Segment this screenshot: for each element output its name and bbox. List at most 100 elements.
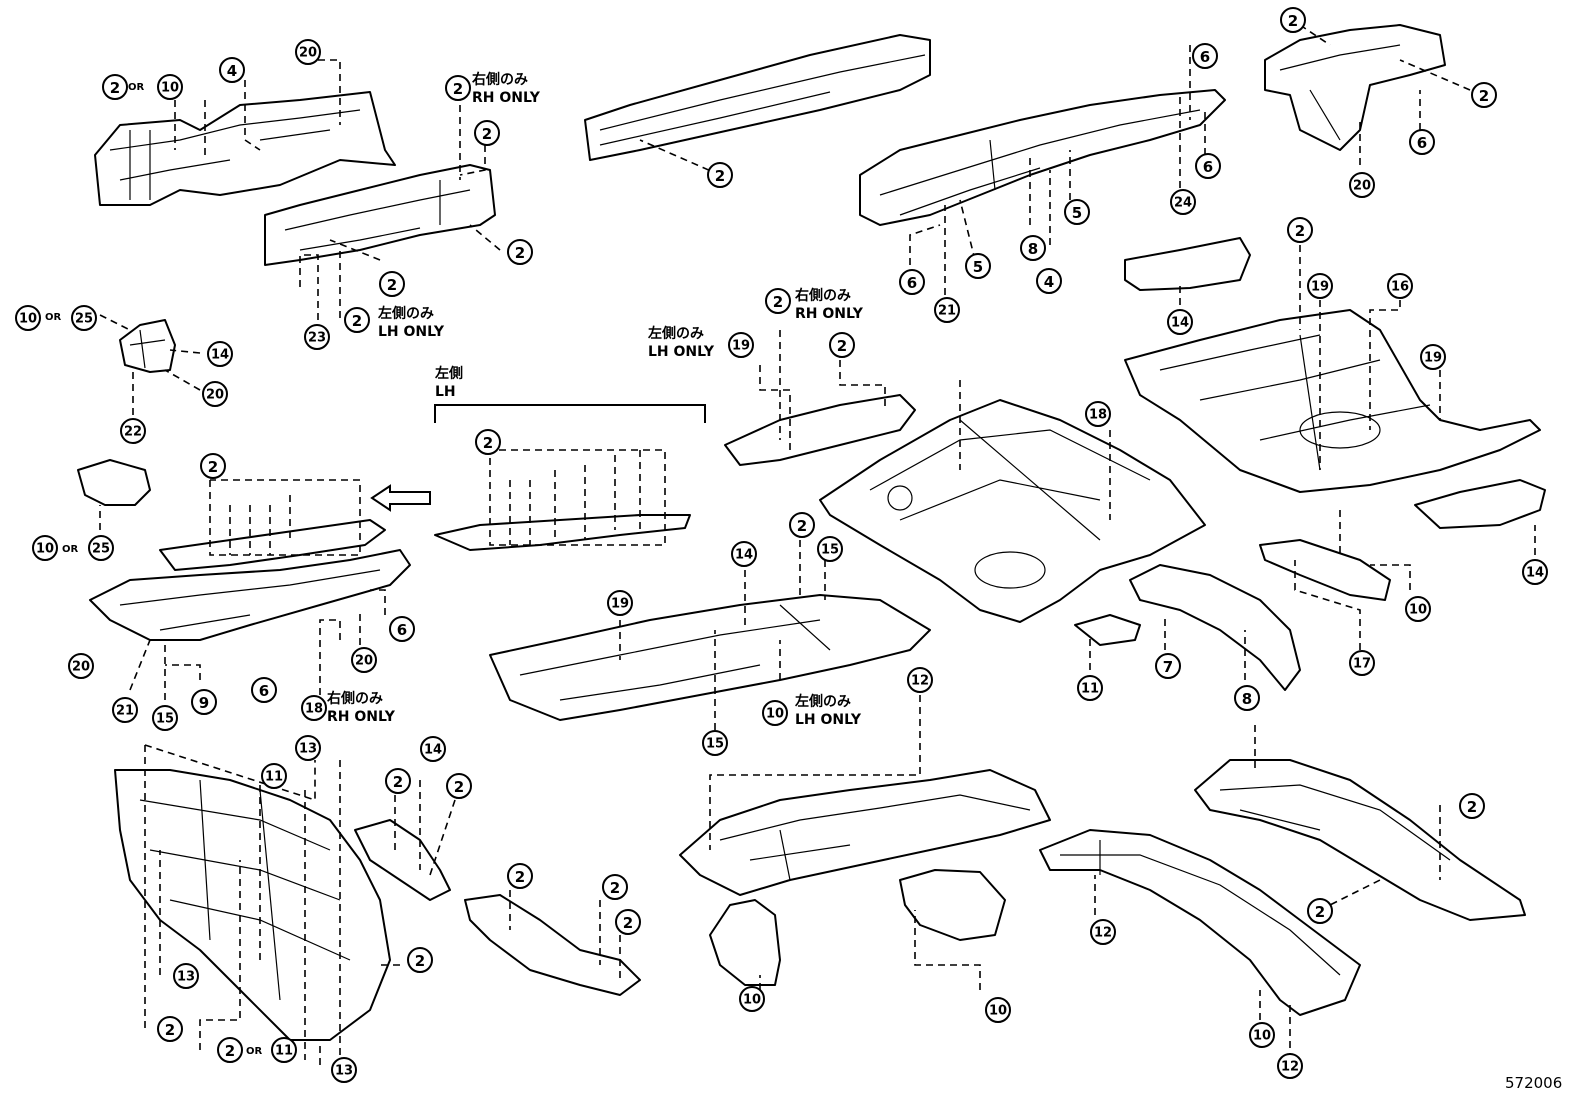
callout-circle [1471,82,1497,108]
lh-only-jp: 左側のみ [647,325,704,342]
callout-number: 2 [1479,87,1489,105]
callout-circle [389,616,415,642]
callout-5: 5 [1064,199,1090,225]
callout-number: 2 [515,868,525,886]
callout-circle [965,253,991,279]
callout-12: 12 [1090,919,1116,945]
callout-6: 6 [899,269,925,295]
callout-circle [1170,189,1196,215]
callout-number: 14 [1171,316,1189,331]
callout-number: 21 [116,704,134,719]
callout-circle [1234,685,1260,711]
floor-tunnel-part [679,769,1051,896]
callout-13: 13 [331,1057,357,1083]
callout-22: 22 [120,418,146,444]
callout-13: 13 [173,963,199,989]
or-label: OR [246,1046,263,1057]
callout-number: 9 [199,694,209,712]
callout-number: 2 [165,1021,175,1039]
callout-number: 2 [1288,12,1298,30]
callout-number: 18 [305,702,323,717]
callout-number: 2 [623,914,633,932]
callout-circle [251,677,277,703]
callout-circle [475,429,501,455]
callout-number: 22 [124,425,142,440]
lh-only-jp: 左側のみ [794,693,851,710]
callout-24: 24 [1170,189,1196,215]
rh-only-en: RH ONLY [795,306,864,322]
callout-10: 10 [985,997,1011,1023]
callout-19: 19 [1420,344,1446,370]
callout-circle [68,653,94,679]
callout-number: 2 [453,80,463,98]
callout-circle [331,1057,357,1083]
callout-2: 2 [379,271,405,297]
callout-circle [1167,309,1193,335]
callout-number: 2 [415,952,425,970]
callout-number: 2 [482,125,492,143]
callout-number: 2 [773,293,783,311]
callout-2: 2 [507,239,533,265]
callout-circle [1349,650,1375,676]
callout-19: 19 [728,332,754,358]
callout-2: 2 [446,773,472,799]
callout-number: 10 [161,81,179,96]
callout-number: 10 [989,1004,1007,1019]
front-floor-part [489,594,931,721]
callout-circle [1192,43,1218,69]
rear-wheelhouse-part [1194,759,1526,921]
rh-only-en: RH ONLY [472,90,541,106]
callout-20: 20 [1349,172,1375,198]
callout-2: 2 [344,307,370,333]
front-apron-part [94,91,396,206]
callout-2: 2 [1459,793,1485,819]
side-sill-part [89,549,411,641]
callout-number: 13 [299,742,317,757]
callout-number: 2 [483,434,493,452]
callout-number: 6 [1203,158,1213,176]
lh-only-jp: 左側のみ [377,305,434,322]
callout-circle [191,689,217,715]
callout-2: 2 [445,75,471,101]
callout-circle [707,162,733,188]
callout-circle [607,590,633,616]
callout-10: 10 [15,305,41,331]
callout-number: 20 [355,654,373,669]
callout-number: 2 [1315,903,1325,921]
callout-2: 2 [615,909,641,935]
callout-number: 2 [797,517,807,535]
callout-circle [157,74,183,100]
callout-12: 12 [1277,1053,1303,1079]
callout-11: 11 [261,763,287,789]
callout-14: 14 [420,736,446,762]
callout-circle [1405,596,1431,622]
callout-number: 12 [911,674,929,689]
callout-number: 4 [1044,273,1054,291]
callout-circle [1090,919,1116,945]
callout-circle [304,324,330,350]
callout-circle [1459,793,1485,819]
callout-20: 20 [351,647,377,673]
rear-side-member-part [859,89,1226,226]
callout-14: 14 [731,541,757,567]
callout-number: 18 [1089,408,1107,423]
callout-number: 2 [387,276,397,294]
direction-arrow [370,484,431,512]
callout-circle [1077,675,1103,701]
callout-2: 2 [707,162,733,188]
callout-number: 2 [715,167,725,185]
callout-number: 10 [743,993,761,1008]
callout-21: 21 [112,697,138,723]
callout-4: 4 [219,57,245,83]
roof-rail-part [584,34,931,161]
callout-circle [15,305,41,331]
callout-circle [1280,7,1306,33]
callout-number: 2 [837,337,847,355]
callout-number: 24 [1174,196,1192,211]
callout-number: 4 [227,62,237,80]
callout-number: 17 [1353,657,1371,672]
callout-circle [407,947,433,973]
callout-circle [385,768,411,794]
callout-circle [602,874,628,900]
